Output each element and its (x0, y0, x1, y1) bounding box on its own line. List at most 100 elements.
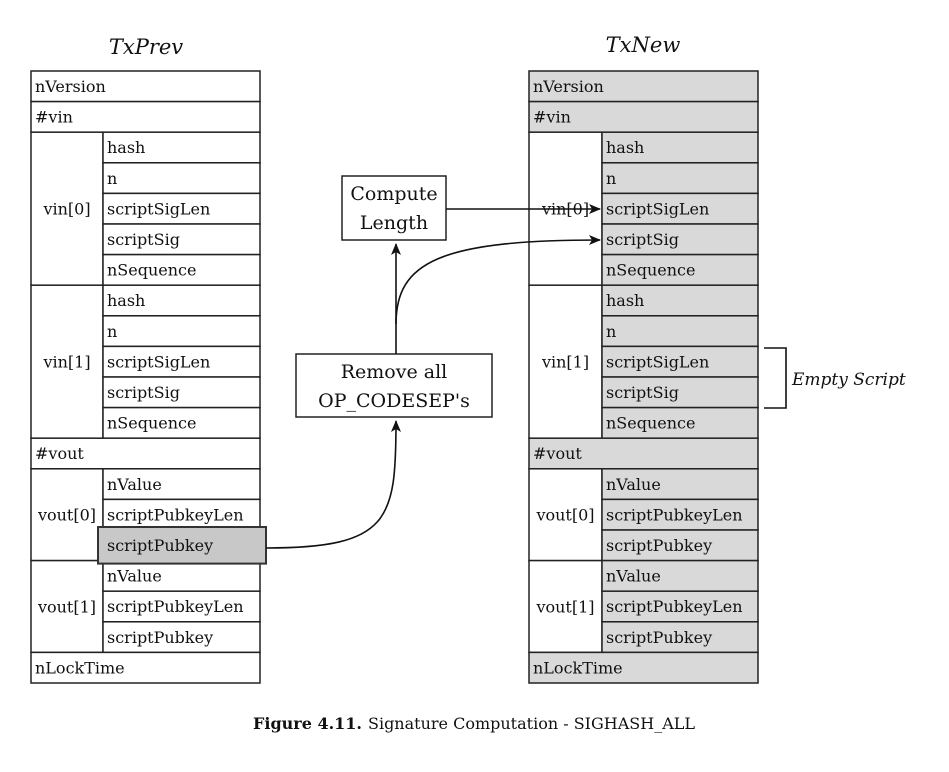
vin-0-field-n: n (107, 169, 117, 188)
highlighted-scriptpubkey-box (97, 526, 267, 565)
nlocktime: nLockTime (533, 658, 623, 677)
vin-0-label-cell (30, 131, 104, 286)
vin-1-field-hash: hash (107, 291, 145, 310)
compute-length-box: Compute Length (341, 175, 447, 241)
vout-1-field-scriptpubkeylen: scriptPubkeyLen (606, 597, 743, 616)
vin-1-label-cell (528, 284, 603, 439)
vout-0-field-scriptpubkey: scriptPubkey (606, 536, 712, 555)
vout-1-field-cell (601, 590, 759, 623)
vin-1-field-cell (601, 376, 759, 409)
vout-1-field-nvalue: nValue (606, 567, 661, 586)
vin-1-field-nsequence: nSequence (107, 414, 196, 433)
vin-count-cell (30, 100, 261, 133)
vin-1-label-cell (30, 284, 104, 439)
vout-1-label-cell (30, 559, 104, 654)
nversion: nVersion (35, 77, 106, 96)
vin-1-field-scriptsig: scriptSig (606, 383, 679, 402)
vout-1-field-cell (102, 621, 261, 654)
vin-0-field-nsequence: nSequence (606, 261, 695, 280)
vin-0-field-scriptsiglen: scriptSigLen (107, 199, 210, 218)
remove-codesep-line1: Remove all (341, 361, 448, 383)
highlighted-scriptpubkey-label: scriptPubkey (107, 536, 213, 555)
vin-1-field-cell (102, 406, 261, 439)
txprev-title: TxPrev (109, 35, 183, 59)
empty-script-bracket (764, 347, 787, 409)
vout-0-field-cell (102, 498, 261, 531)
nversion-cell (528, 70, 759, 103)
nversion: nVersion (533, 77, 604, 96)
vout-0-label: vout[0] (535, 506, 594, 525)
vin-1-field-n: n (107, 322, 117, 341)
nlocktime-cell (30, 651, 261, 684)
vout-1-field-cell (601, 621, 759, 654)
empty-script-label: Empty Script (791, 370, 906, 390)
vin-1-label: vin[1] (541, 353, 589, 372)
vin-0-field-scriptsig: scriptSig (606, 230, 679, 249)
vin-count: #vin (35, 108, 73, 127)
vin-1-field-scriptsig: scriptSig (107, 383, 180, 402)
vin-0-field-cell (601, 162, 759, 195)
txnew-table: nVersion#vinvin[0]hashnscriptSigLenscrip… (528, 70, 759, 684)
vin-1-label: vin[1] (42, 353, 90, 372)
vin-0-field-hash: hash (606, 138, 644, 157)
vout-1-label: vout[1] (37, 598, 96, 617)
vout-0-field-cell (601, 468, 759, 501)
vin-0-field-hash: hash (107, 138, 145, 157)
vout-1-field-scriptpubkey: scriptPubkey (606, 628, 712, 647)
vin-1-field-n: n (606, 322, 616, 341)
vin-1-field-hash: hash (606, 291, 644, 310)
nlocktime: nLockTime (35, 658, 125, 677)
vin-0-field-cell (102, 131, 261, 164)
vin-0-field-cell (601, 131, 759, 164)
vin-1-field-cell (102, 376, 261, 409)
vout-1-field-scriptpubkeylen: scriptPubkeyLen (107, 597, 244, 616)
vout-0-label-cell (30, 468, 104, 562)
caption-text: Signature Computation - SIGHASH_ALL (368, 714, 695, 733)
vin-count-cell (528, 100, 759, 133)
figure-caption: Figure 4.11. Signature Computation - SIGH… (253, 714, 695, 733)
vin-0-field-cell (601, 223, 759, 256)
arrow-scriptpubkey-to-remove (265, 420, 401, 549)
vin-0-field-cell (102, 223, 261, 256)
vin-count: #vin (533, 108, 571, 127)
vin-1-field-scriptsiglen: scriptSigLen (606, 352, 709, 371)
compute-length-line2: Length (360, 212, 428, 234)
txnew-title: TxNew (606, 33, 681, 57)
vin-0-field-cell (102, 162, 261, 195)
vout-0-field-cell (601, 529, 759, 562)
vin-0-field-n: n (606, 169, 616, 188)
vout-1-field-nvalue: nValue (107, 567, 162, 586)
vin-0-field-scriptsiglen: scriptSigLen (606, 199, 709, 218)
vout-count: #vout (533, 444, 582, 463)
vin-1-field-cell (601, 315, 759, 348)
vin-0-label: vin[0] (42, 200, 90, 219)
vout-1-label: vout[1] (535, 598, 594, 617)
vin-0-field-cell (601, 192, 759, 225)
vin-1-field-cell (102, 345, 261, 378)
caption-number: Figure 4.11. (253, 714, 362, 733)
vout-0-field-nvalue: nValue (107, 475, 162, 494)
vin-1-field-cell (102, 315, 261, 348)
vout-1-field-cell (102, 590, 261, 623)
vout-0-label-cell (528, 468, 603, 562)
vin-1-field-scriptsiglen: scriptSigLen (107, 352, 210, 371)
vin-1-field-cell (601, 406, 759, 439)
vout-0-field-nvalue: nValue (606, 475, 661, 494)
vin-0-field-cell (601, 253, 759, 286)
nversion-cell (30, 70, 261, 103)
vout-0-field-scriptpubkeylen: scriptPubkeyLen (606, 505, 743, 524)
nlocktime-cell (528, 651, 759, 684)
vout-count: #vout (35, 444, 84, 463)
vin-0-field-scriptsig: scriptSig (107, 230, 180, 249)
vin-1-field-nsequence: nSequence (606, 414, 695, 433)
remove-codesep-line2: OP_CODESEP's (318, 390, 470, 412)
vout-0-label: vout[0] (37, 506, 96, 525)
vout-0-field-cell (601, 498, 759, 531)
vout-count-cell (528, 437, 759, 470)
vout-1-field-cell (601, 559, 759, 592)
remove-codesep-box: Remove all OP_CODESEP's (295, 353, 493, 418)
vout-1-field-scriptpubkey: scriptPubkey (107, 628, 213, 647)
vin-0-field-nsequence: nSequence (107, 261, 196, 280)
vout-0-field-scriptpubkeylen: scriptPubkeyLen (107, 505, 244, 524)
